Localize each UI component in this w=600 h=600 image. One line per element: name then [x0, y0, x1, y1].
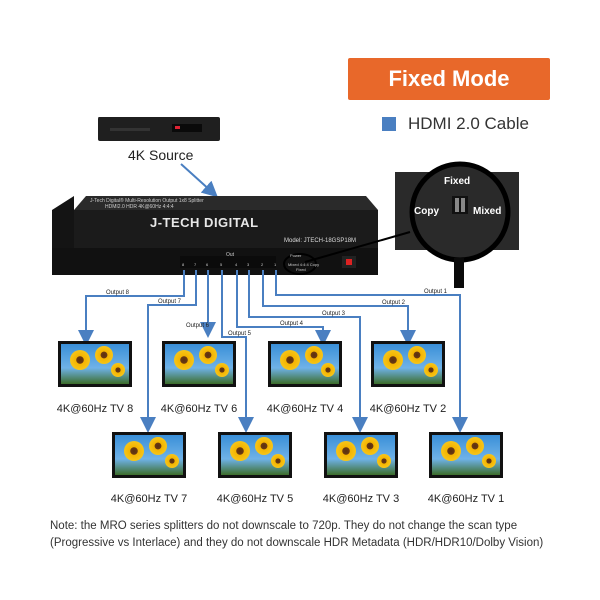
tv-5-screen: [218, 432, 292, 478]
tv-label-5: 4K@60Hz TV 5: [216, 493, 294, 505]
cable-output-5: [221, 270, 254, 433]
splitter-caption: J-Tech Digital® Multi-Resolution Output …: [90, 198, 204, 204]
splitter-brand: J-TECH DIGITAL: [150, 215, 259, 230]
port-number: 8: [182, 262, 185, 267]
source-device: [98, 117, 220, 141]
output-label-5: Output 5: [228, 331, 252, 337]
splitter-power-label: Power: [290, 253, 302, 258]
cable-output-3: [248, 270, 368, 433]
port-number: 3: [247, 262, 250, 267]
port-number: 5: [220, 262, 223, 267]
tv-8-screen: [58, 341, 132, 387]
output-label-6: Output 6: [186, 323, 210, 329]
cable-output-7: [140, 270, 197, 433]
splitter-caption-2: HDMI2.0 HDR 4K@60Hz 4:4:4: [105, 204, 174, 210]
tv-label-3: 4K@60Hz TV 3: [322, 493, 400, 505]
splitter-mode-label-2: Fixed: [296, 267, 306, 272]
port-number: 2: [261, 262, 264, 267]
tv-2-screen: [371, 341, 445, 387]
splitter-device: [52, 196, 378, 275]
splitter-mode-label: Mixed 4:4:4 Copy: [288, 262, 320, 267]
tv-label-2: 4K@60Hz TV 2: [369, 403, 447, 415]
legend: HDMI 2.0 Cable: [382, 114, 529, 134]
cable-output-2: [262, 270, 416, 346]
tv-6-screen: [162, 341, 236, 387]
tv-4-screen: [268, 341, 342, 387]
output-cables: [78, 270, 468, 433]
tv-label-1: 4K@60Hz TV 1: [427, 493, 505, 505]
mode-copy-label: Copy: [414, 206, 439, 217]
port-number: 6: [206, 262, 209, 267]
output-label-8: Output 8: [106, 290, 130, 296]
splitter-model: Model: JTECH-18GSP18M: [284, 238, 357, 244]
mode-magnifier: [283, 161, 519, 288]
source-label: 4K Source: [128, 147, 194, 163]
tv-label-4: 4K@60Hz TV 4: [266, 403, 344, 415]
output-label-7: Output 7: [158, 299, 182, 305]
tv-label-6: 4K@60Hz TV 6: [160, 403, 238, 415]
cable-output-8: [78, 270, 185, 346]
mode-banner: Fixed Mode: [348, 58, 550, 100]
legend-swatch: [382, 117, 396, 131]
output-label-4: Output 4: [280, 321, 304, 327]
tv-3-screen: [324, 432, 398, 478]
source-cable: [180, 163, 218, 198]
legend-label: HDMI 2.0 Cable: [408, 114, 529, 133]
tv-label-7: 4K@60Hz TV 7: [110, 493, 188, 505]
footnote: Note: the MRO series splitters do not do…: [50, 520, 544, 549]
output-label-2: Output 2: [382, 300, 406, 306]
tv-label-8: 4K@60Hz TV 8: [56, 403, 134, 415]
cable-output-4: [236, 270, 331, 346]
tv-7-screen: [112, 432, 186, 478]
tv-1-screen: [429, 432, 503, 478]
mode-mixed-label: Mixed: [473, 206, 502, 217]
output-label-3: Output 3: [322, 311, 346, 317]
port-number: 7: [194, 262, 197, 267]
output-label-1: Output 1: [424, 289, 448, 295]
cable-output-1: [275, 270, 468, 433]
mode-fixed-label: Fixed: [444, 176, 471, 187]
port-number: 4: [235, 262, 238, 267]
splitter-out-label: Out: [226, 252, 235, 258]
port-number: 1: [274, 262, 277, 267]
